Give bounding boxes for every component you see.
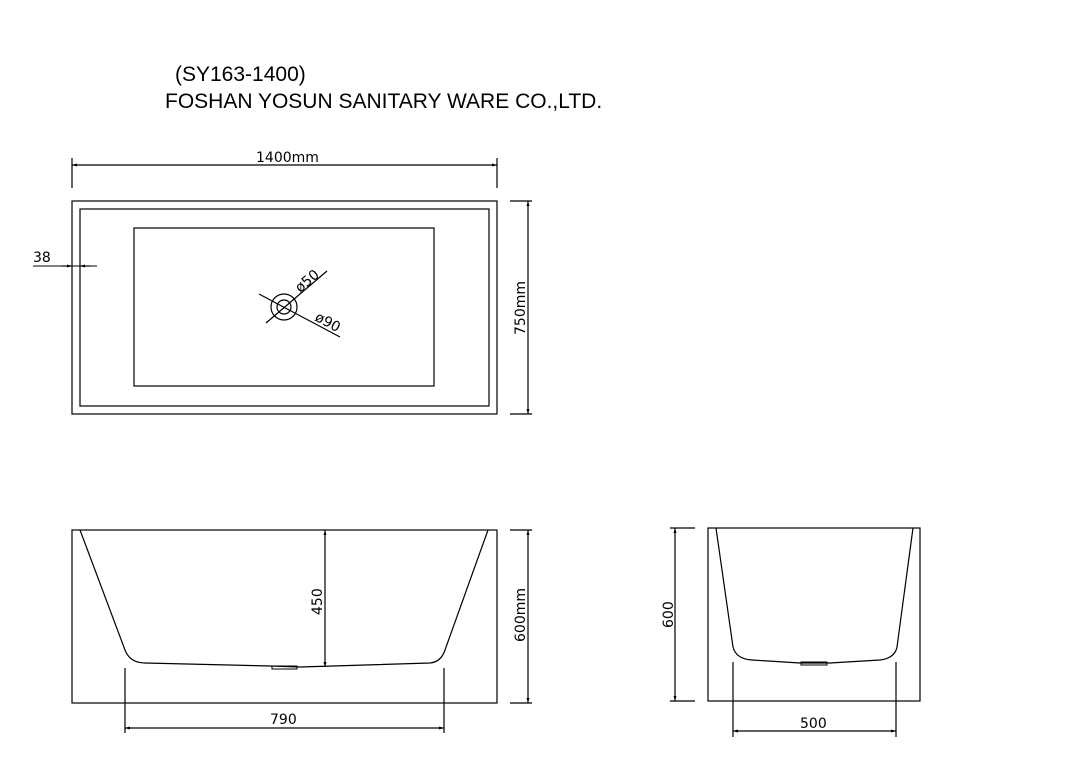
rim-label: 38 [33,250,51,266]
inner-depth-label: 450 [310,588,326,615]
bottom-length-label: 790 [270,712,297,728]
top-view [33,158,532,415]
drain-outlet [800,661,828,666]
drain-outer-label: ø90 [312,309,343,336]
length-label: 1400mm [256,150,319,166]
model-number: (SY163-1400) [175,63,306,86]
tub-inner-rim [79,208,490,407]
front-view [71,529,532,733]
drain-outlet [271,665,298,670]
bottom-width-label: 500 [800,716,827,732]
company-name: FOSHAN YOSUN SANITARY WARE CO.,LTD. [165,90,603,113]
tub-basin [133,227,435,387]
tub-outer-rim [71,200,498,415]
side-basin-profile [715,527,914,664]
drain-outer-leader [258,293,341,338]
drain-inner-leader [265,270,328,324]
front-outline [71,529,498,704]
drain-inner-label: ø50 [292,267,323,296]
front-basin-profile [79,529,489,668]
drain-icon [258,270,341,338]
side-outline [707,527,921,702]
width-label: 750mm [513,281,529,335]
side-view [670,527,921,737]
side-height-label: 600 [661,601,677,628]
front-height-label: 600mm [513,588,529,642]
